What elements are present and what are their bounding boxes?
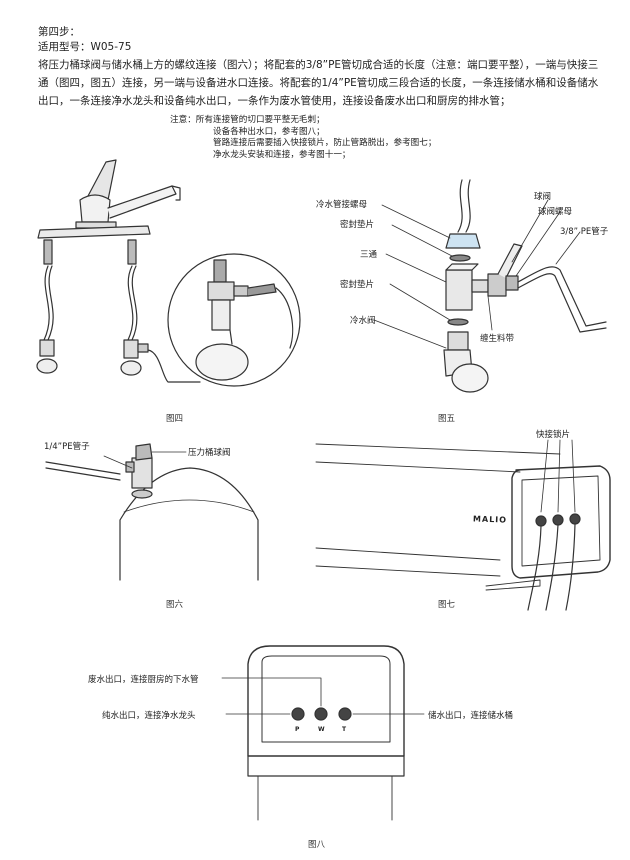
label-gasket-1: 密封垫片 — [340, 220, 375, 230]
port-label-w: W — [318, 726, 325, 733]
notes-block: 注意：所有连接管的切口要平整无毛刺； 设备各种出水口，参考图八； 管路连接后需要… — [170, 115, 436, 161]
figure-4-drawing — [36, 159, 301, 387]
note-line: 管路连接后需要插入快接锁片，防止管路脱出，参考图七； — [213, 138, 437, 148]
caption-fig5: 图五 — [438, 414, 456, 424]
label-cold-valve: 冷水阀 — [350, 316, 376, 326]
label-gasket-2: 密封垫片 — [340, 280, 375, 290]
label-tank-valve: 压力桶球阀 — [188, 448, 231, 458]
label-waste-outlet: 废水出口，连接厨房的下水管 — [88, 675, 199, 685]
label-pe-pipe-14: 1/4”PE管子 — [44, 442, 90, 452]
brand-logo: MALIO — [472, 514, 508, 525]
label-tape: 缠生料带 — [480, 334, 515, 344]
label-pure-outlet: 纯水出口，连接净水龙头 — [102, 711, 196, 721]
step-heading: 第四步： — [38, 26, 80, 38]
figure-8-drawing — [221, 645, 425, 821]
label-nut: 冷水管接螺母 — [316, 200, 368, 210]
label-storage-outlet: 储水出口，连接储水桶 — [428, 711, 514, 721]
figure-5-drawing — [373, 179, 607, 393]
caption-fig4: 图四 — [166, 414, 184, 424]
label-ball-nut: 球阀螺母 — [538, 207, 573, 217]
caption-fig7: 图七 — [438, 600, 456, 610]
instruction-paragraph: 将压力桶球阀与储水桶上方的螺纹连接（图六）；将配套的3/8”PE管切成合适的长度… — [38, 59, 599, 107]
label-ball-valve: 球阀 — [534, 192, 552, 202]
figure-7-drawing — [315, 439, 611, 611]
label-tee: 三通 — [360, 250, 378, 260]
model-line: 适用型号：W05-75 — [38, 41, 132, 53]
note-line: 设备各种出水口，参考图八； — [213, 126, 325, 137]
label-lock-clip: 快接锁片 — [536, 430, 571, 440]
note-line: 净水龙头安装和连接，参考图十一； — [213, 149, 351, 160]
figure-6-drawing — [45, 443, 259, 581]
note-line: 注意：所有连接管的切口要平整无毛刺； — [170, 115, 325, 125]
caption-fig6: 图六 — [166, 600, 184, 610]
caption-fig8: 图八 — [308, 840, 326, 850]
label-pe-pipe-38: 3/8” PE管子 — [560, 227, 609, 237]
port-label-p: P — [295, 726, 300, 733]
port-label-t: T — [342, 726, 347, 733]
